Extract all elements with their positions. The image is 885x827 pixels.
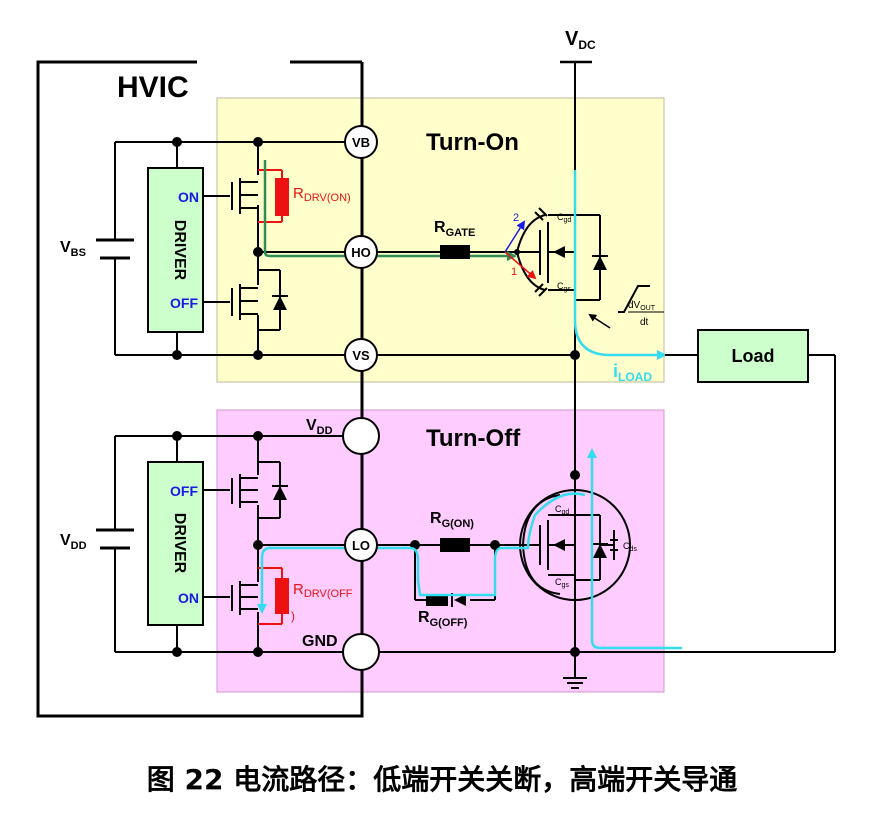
lo-discharge-path [257, 492, 586, 614]
turn-on-region [216, 97, 665, 383]
pin-ho [344, 235, 378, 269]
rdrv-off-label: RDRV(OFF [293, 581, 353, 600]
arrow-2-label: 2 [513, 212, 519, 224]
pins [342, 125, 380, 671]
pin-vb-label: VB [352, 135, 370, 150]
vbs-label: VBS [60, 239, 86, 259]
rg-off-diode [454, 594, 466, 606]
pin-ho-label: HO [351, 245, 371, 260]
low-driver-box [147, 461, 204, 626]
load-current-path [573, 170, 667, 360]
high-cgs-label: Cgs [557, 281, 571, 293]
rdrv-on-label: RDRV(ON) [293, 185, 351, 204]
pin-lo-label: LO [352, 538, 370, 553]
rg-off-resistor [426, 594, 448, 606]
arrow-1 [504, 251, 537, 280]
hvic-box [36, 60, 364, 718]
rdrv-on-resistor [258, 169, 289, 223]
gnd-label: GND [302, 633, 338, 650]
dvout-label: dVOUT [628, 300, 656, 312]
dv-dt-waveform [618, 285, 650, 313]
hvic-label: HVIC [117, 71, 189, 104]
cds-label: Cds [623, 541, 637, 553]
pin-vs [344, 338, 378, 372]
dt-label: dt [640, 317, 649, 328]
pin-gnd [342, 633, 380, 671]
rg-off-label: RG(OFF) [418, 609, 468, 629]
high-side-circuit [114, 141, 575, 356]
arrow-1-label: 1 [511, 266, 517, 278]
rdrv-off-label-end: ) [291, 609, 295, 623]
low-cgd-label: Cgd [555, 504, 569, 516]
pin-lo [344, 528, 378, 562]
rgate-resistor [440, 245, 470, 259]
load-label: Load [732, 346, 775, 366]
rg-on-resistor [440, 538, 470, 552]
vdd-pin-label: VDD [306, 417, 333, 437]
high-off-label: OFF [170, 295, 198, 311]
vbs-capacitor [96, 238, 134, 260]
vdc-label: VDC [565, 28, 596, 52]
vdd-label: VDD [60, 532, 87, 552]
high-on-label: ON [178, 189, 199, 205]
low-side-circuit [114, 435, 835, 653]
turn-off-label: Turn-Off [426, 425, 521, 452]
vdd-capacitor [96, 528, 134, 550]
iload-label: iLOAD [613, 361, 652, 384]
low-on-label: ON [178, 590, 199, 606]
gate-current-path [263, 160, 515, 256]
load-box [697, 329, 809, 383]
low-driver-label: DRIVER [171, 513, 188, 574]
figure-caption: 图 22 电流路径：低端开关关断，高端开关导通 [147, 763, 737, 796]
freewheel-current-path [587, 448, 682, 650]
pin-vdd [342, 417, 380, 455]
ground-symbol [563, 662, 587, 689]
pin-vs-label: VS [352, 348, 370, 363]
pin-vb [344, 125, 378, 159]
low-mosfet [519, 489, 631, 601]
high-cgd-label: Cgd [557, 212, 571, 224]
turn-on-label: Turn-On [426, 129, 519, 156]
low-cgs-label: Cgs [555, 577, 569, 589]
low-off-label: OFF [170, 483, 198, 499]
rg-on-label: RG(ON) [430, 510, 474, 530]
rgate-label: RGATE [434, 219, 475, 239]
high-mosfet [516, 60, 601, 662]
high-driver-label: DRIVER [171, 220, 188, 281]
arrow-2 [504, 220, 526, 253]
high-driver-box [147, 167, 204, 333]
